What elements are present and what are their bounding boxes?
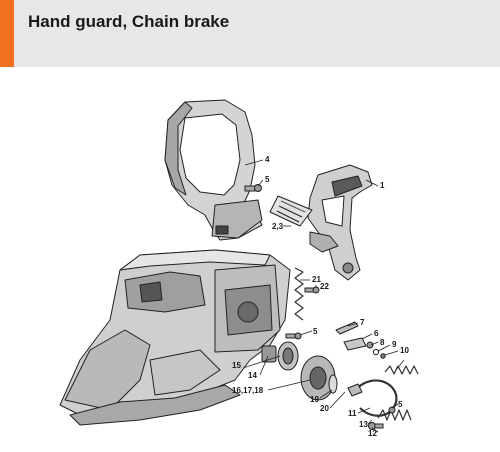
callout-8: 8 xyxy=(380,338,385,347)
callout-9: 9 xyxy=(392,340,397,349)
leader-lines xyxy=(242,159,405,433)
spring-13 xyxy=(377,409,412,421)
screw-12 xyxy=(368,422,384,430)
callout-5-top: 5 xyxy=(265,175,270,184)
callout-22: 22 xyxy=(320,282,329,291)
callout-15: 15 xyxy=(232,361,241,370)
brake-band xyxy=(347,379,398,417)
callout-labels: 4 5 1 2,3 21 22 5 7 6 8 9 10 14 15 16,17… xyxy=(232,155,409,438)
label-plate xyxy=(269,195,313,227)
callout-4: 4 xyxy=(265,155,270,164)
callout-11: 11 xyxy=(348,409,357,418)
callout-7: 7 xyxy=(360,318,365,327)
callout-2-3: 2,3 xyxy=(272,222,284,231)
screw-22 xyxy=(304,286,320,294)
page-title: Hand guard, Chain brake xyxy=(28,12,230,31)
callout-20: 20 xyxy=(320,404,329,413)
chain-brake-lever xyxy=(307,164,373,281)
chainsaw-body xyxy=(59,249,291,426)
spring-10 xyxy=(384,365,419,375)
callout-10: 10 xyxy=(400,346,409,355)
callout-1: 1 xyxy=(380,181,385,190)
callout-6: 6 xyxy=(374,329,379,338)
callout-13: 13 xyxy=(359,420,368,429)
linkage-parts xyxy=(335,321,386,359)
callout-5-middle: 5 xyxy=(313,327,318,336)
callout-14: 14 xyxy=(248,371,257,380)
screw-middle xyxy=(285,332,302,340)
hand-guard xyxy=(164,99,263,241)
header-bar: Hand guard, Chain brake xyxy=(0,0,500,67)
screw-bottom-right xyxy=(388,406,396,414)
callout-12: 12 xyxy=(368,429,377,438)
callout-21: 21 xyxy=(312,275,321,284)
callout-5-bottom: 5 xyxy=(398,400,403,409)
clutch-assembly xyxy=(261,341,338,401)
callout-19: 19 xyxy=(310,395,319,404)
screw-hand-guard xyxy=(244,184,262,192)
brake-spring-21 xyxy=(294,267,304,321)
callout-16-17-18: 16,17,18 xyxy=(232,386,264,395)
header-accent-stripe xyxy=(0,0,14,67)
